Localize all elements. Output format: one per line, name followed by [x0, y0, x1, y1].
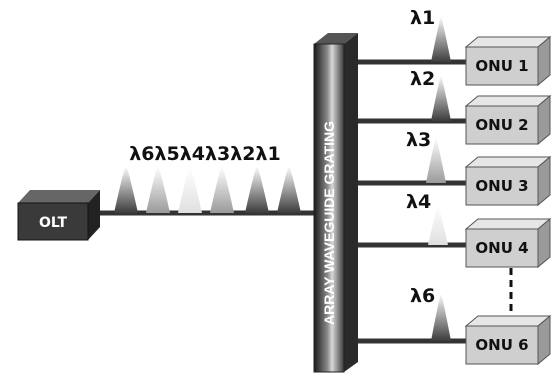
awg-label: ARRAY WAVEGUIDE GRATING	[321, 121, 337, 325]
input-wavelengths-label: λ6λ5λ4λ3λ2λ1	[129, 143, 280, 165]
olt-label: OLT	[39, 215, 68, 231]
peak-out-4	[428, 204, 448, 245]
peak-out-2	[431, 75, 451, 121]
peak-lambda5	[146, 166, 170, 213]
onu-label-2: ONU 2	[475, 116, 528, 134]
onu-label-3: ONU 3	[475, 177, 528, 195]
peak-out-6	[431, 293, 451, 341]
peak-out-1	[431, 16, 451, 62]
output-wavelength-peaks	[426, 16, 451, 341]
input-wavelength-peaks	[114, 166, 301, 213]
lambda-label-6: λ6	[410, 285, 435, 307]
lambda-label-3: λ3	[406, 129, 431, 151]
onu-box-4: ONU 4	[464, 217, 552, 269]
lambda-label-4: λ4	[406, 191, 431, 213]
lambda-label-1: λ1	[410, 7, 435, 29]
peak-lambda3	[210, 166, 234, 213]
onu-label-4: ONU 4	[475, 239, 528, 257]
peak-out-3	[426, 137, 446, 183]
lambda-label-2: λ2	[410, 68, 435, 90]
olt-box: OLT	[17, 190, 100, 241]
onu-box-3: ONU 3	[464, 155, 552, 207]
peak-lambda6	[114, 166, 138, 213]
peak-lambda4	[178, 166, 202, 213]
onu-label-6: ONU 6	[475, 336, 528, 354]
onu-box-1: ONU 1	[464, 35, 552, 87]
onu-box-2: ONU 2	[464, 94, 552, 146]
onu-label-1: ONU 1	[475, 57, 528, 75]
awg-device: ARRAY WAVEGUIDE GRATING	[313, 33, 358, 373]
peak-lambda1	[277, 166, 301, 213]
onu-box-6: ONU 6	[464, 314, 552, 366]
peak-lambda2	[245, 166, 269, 213]
